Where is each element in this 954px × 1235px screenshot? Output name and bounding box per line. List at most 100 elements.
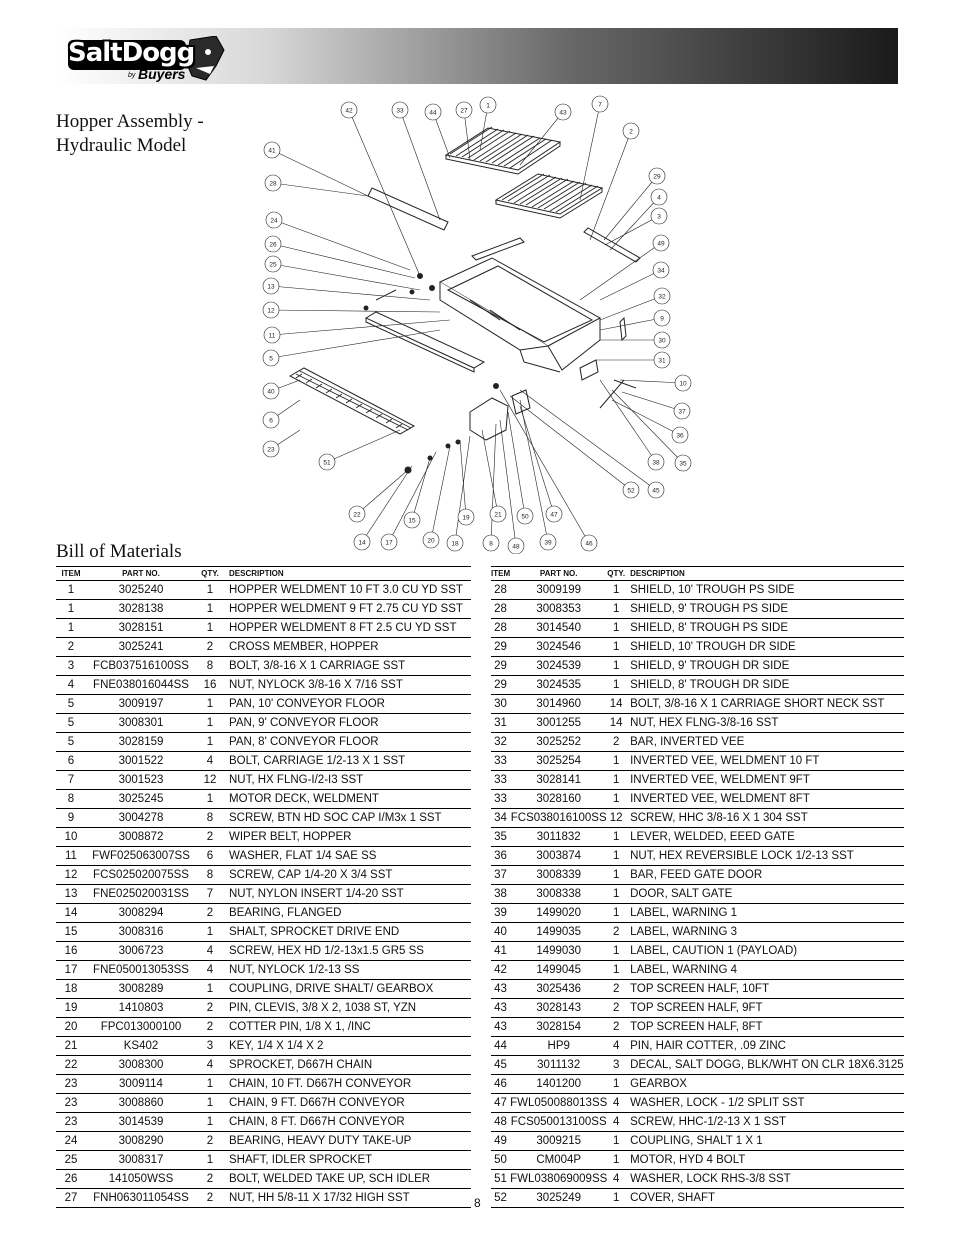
callout-leader-line <box>326 429 401 463</box>
callout-circle <box>262 349 280 367</box>
callout-leader-line <box>459 439 467 518</box>
description-cell: SCREW, HHC 3/8-16 X 1 304 SST <box>625 808 904 828</box>
part-number-cell: 3014539 <box>86 1112 196 1132</box>
part-number-cell: 3028143 <box>510 998 608 1018</box>
callout-label: 18 <box>451 541 459 548</box>
item-cell: 15 <box>56 922 86 942</box>
part-number-cell: FCS050013100SS <box>510 1112 608 1132</box>
callout-label: 30 <box>658 338 666 345</box>
callout-circle <box>265 211 283 229</box>
description-cell: BOLT, WELDED TAKE UP, SCH IDLER <box>224 1169 471 1189</box>
part-number-cell: 3025241 <box>86 637 196 657</box>
part-number-cell: 3028160 <box>510 789 608 809</box>
part-number-cell: 3001522 <box>86 751 196 771</box>
callout-label: 39 <box>544 540 552 547</box>
item-cell: 24 <box>56 1131 86 1151</box>
description-cell: NUT, HH 5/8-11 X 17/32 HIGH SST <box>224 1188 471 1208</box>
description-cell: TOP SCREEN HALF, 8FT <box>625 1017 904 1037</box>
part-number-cell: 3008289 <box>86 979 196 999</box>
qty-cell: 7 <box>196 884 224 904</box>
page-title-line2: Hydraulic Model <box>56 135 187 156</box>
callout-label: 50 <box>521 514 529 521</box>
description-cell: BOLT, 3/8-16 X 1 CARRIAGE SHORT NECK SST <box>625 694 904 714</box>
qty-cell: 2 <box>196 1017 224 1037</box>
qty-cell: 2 <box>196 637 224 657</box>
part-number-cell: 3008353 <box>510 599 608 619</box>
callout-circle <box>507 537 525 554</box>
callout-circle <box>262 440 280 458</box>
description-cell: WASHER, LOCK - 1/2 SPLIT SST <box>625 1093 904 1113</box>
description-cell: SPROCKET, D667H CHAIN <box>224 1055 471 1075</box>
part-number-cell: 3009215 <box>510 1131 608 1151</box>
callout-label: 7 <box>598 102 602 109</box>
item-cell: 11 <box>56 846 86 866</box>
callout-leader-line <box>270 309 441 313</box>
callout-leader-line <box>599 295 663 321</box>
callout-circle <box>652 261 670 279</box>
description-cell: SHALT, SPROCKET DRIVE END <box>224 922 471 942</box>
callout-label: 9 <box>660 316 664 323</box>
callout-label: 37 <box>678 409 686 416</box>
part-number-cell: 3008317 <box>86 1150 196 1170</box>
part-number-cell: 1499035 <box>510 922 608 942</box>
item-cell: 29 <box>491 675 511 695</box>
callout-label: 8 <box>489 541 493 548</box>
item-cell: 18 <box>56 979 86 999</box>
callout-circle <box>554 103 572 121</box>
part-number-cell: 3014540 <box>510 618 608 638</box>
description-cell: BAR, FEED GATE DOOR <box>625 865 904 885</box>
qty-cell: 1 <box>607 618 626 638</box>
item-cell: 21 <box>56 1036 86 1056</box>
qty-cell: 4 <box>196 1055 224 1075</box>
callout-circle <box>653 287 671 305</box>
callout-label: 10 <box>679 381 687 388</box>
qty-cell: 1 <box>196 599 224 619</box>
qty-cell: 4 <box>196 751 224 771</box>
item-cell: 4 <box>56 675 86 695</box>
part-number-cell: FWF025063007SS <box>86 846 196 866</box>
description-cell: MOTOR DECK, WELDMENT <box>224 789 471 809</box>
part-number-cell: 141050WSS <box>86 1169 196 1189</box>
part-number-cell: 3001523 <box>86 770 196 790</box>
qty-cell: 2 <box>196 903 224 923</box>
part-number-cell: 3008294 <box>86 903 196 923</box>
qty-cell: 2 <box>607 998 626 1018</box>
description-cell: LABEL, WARNING 1 <box>625 903 904 923</box>
top-screen-upper <box>444 126 562 175</box>
col-partno-header: PART NO. <box>86 566 196 581</box>
callout-circle <box>650 207 668 225</box>
part-number-cell: 3011132 <box>510 1055 608 1075</box>
qty-cell: 1 <box>607 903 626 923</box>
part-number-cell: 3009197 <box>86 694 196 714</box>
item-cell: 1 <box>56 618 86 638</box>
callout-circle <box>653 331 671 349</box>
callout-leader-line <box>604 215 660 246</box>
part-number-cell: 1401200 <box>510 1074 608 1094</box>
item-cell: 14 <box>56 903 86 923</box>
qty-cell: 3 <box>607 1055 626 1075</box>
callout-label: 45 <box>652 488 660 495</box>
qty-cell: 1 <box>607 1188 626 1208</box>
callout-label: 3 <box>657 214 661 221</box>
callout-circle <box>652 234 670 252</box>
callout-leader-line <box>411 457 431 521</box>
qty-cell: 3 <box>196 1036 224 1056</box>
callout-leader-line <box>589 130 632 241</box>
part-number-cell: 3008339 <box>510 865 608 885</box>
callout-label: 24 <box>270 218 278 225</box>
